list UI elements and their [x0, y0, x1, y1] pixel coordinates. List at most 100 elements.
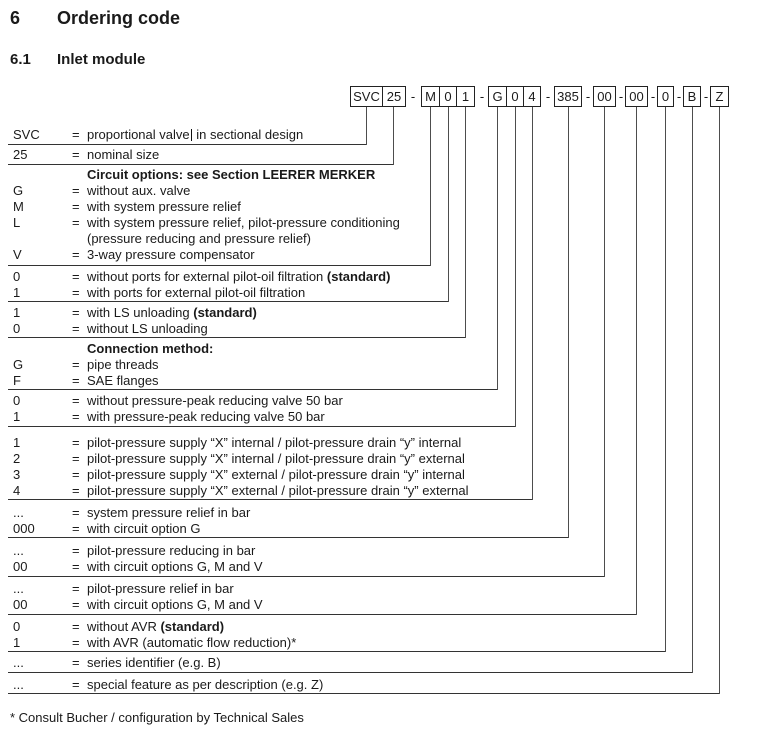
equals-sign: =	[72, 357, 80, 372]
equals-sign: =	[72, 451, 80, 466]
code-cell: 1	[13, 435, 21, 450]
code-box-cluster: 0	[657, 86, 674, 107]
description-cell: system pressure relief in bar	[87, 505, 251, 520]
code-box-cluster: 00	[625, 86, 648, 107]
legend-row: SVC=proportional valve in sectional desi…	[8, 127, 366, 143]
equals-sign: =	[72, 247, 80, 262]
code-cell: 0	[13, 393, 21, 408]
legend-row: ...=pilot-pressure relief in bar	[8, 581, 636, 597]
code-cell: L	[13, 215, 21, 230]
description-cell: series identifier (e.g. B)	[87, 655, 221, 670]
legend-row: 1=with ports for external pilot-oil filt…	[8, 285, 448, 301]
code-cell: 2	[13, 451, 21, 466]
connector-line	[448, 107, 449, 302]
code-box-25: 25	[382, 86, 406, 107]
equals-sign: =	[72, 505, 80, 520]
code-cell: 0	[13, 619, 21, 634]
dash-separator: -	[703, 89, 709, 104]
legend-row: 000=with circuit option G	[8, 521, 568, 537]
equals-sign: =	[72, 483, 80, 498]
legend-continuation-row: (pressure reducing and pressure relief)	[8, 231, 430, 247]
legend-group: 0=without ports for external pilot-oil f…	[8, 269, 448, 302]
code-box-b: B	[683, 86, 701, 107]
legend-row: ...=pilot-pressure reducing in bar	[8, 543, 604, 559]
legend-row: G=pipe threads	[8, 357, 497, 373]
code-cell: 1	[13, 305, 21, 320]
legend-row: 2=pilot-pressure supply “X” internal / p…	[8, 451, 532, 467]
legend-row: 1=with pressure-peak reducing valve 50 b…	[8, 409, 515, 425]
footnote: * Consult Bucher / configuration by Tech…	[10, 710, 304, 725]
equals-sign: =	[72, 305, 80, 320]
legend-row: V=3-way pressure compensator	[8, 247, 430, 263]
legend-group: SVC=proportional valve in sectional desi…	[8, 127, 366, 145]
code-box-0: 0	[657, 86, 674, 107]
code-box-cluster: 00	[593, 86, 616, 107]
legend-header-row: Connection method:	[8, 341, 497, 357]
connector-line	[636, 107, 637, 615]
dash-separator: -	[585, 89, 591, 104]
code-box-g: G	[488, 86, 507, 107]
equals-sign: =	[72, 435, 80, 450]
code-cell: 1	[13, 635, 21, 650]
description-cell: pilot-pressure supply “X” internal / pil…	[87, 435, 462, 450]
connector-line	[532, 107, 533, 500]
legend-row: 0=without ports for external pilot-oil f…	[8, 269, 448, 285]
dash-separator: -	[479, 89, 485, 104]
code-cell: 25	[13, 147, 28, 162]
code-box-00: 00	[593, 86, 616, 107]
description-cell: with system pressure relief	[87, 199, 241, 214]
description-cell: with LS unloading (standard)	[87, 305, 257, 320]
description-cell: pilot-pressure relief in bar	[87, 581, 234, 596]
code-box-4: 4	[523, 86, 541, 107]
code-cell: G	[13, 357, 24, 372]
description-cell: proportional valve in sectional design	[87, 127, 304, 142]
code-cell: 1	[13, 409, 21, 424]
description-cell: 3-way pressure compensator	[87, 247, 255, 262]
equals-sign: =	[72, 635, 80, 650]
legend-row: 25=nominal size	[8, 147, 393, 163]
legend-row: 3=pilot-pressure supply “X” external / p…	[8, 467, 532, 483]
description-cell: Connection method:	[87, 341, 214, 356]
code-cell: ...	[13, 581, 24, 596]
legend-group: ... = series identifier (e.g. B)	[8, 655, 692, 673]
legend-row: 1 = with LS unloading (standard)	[8, 305, 465, 321]
code-box-1: 1	[456, 86, 475, 107]
equals-sign: =	[72, 183, 80, 198]
equals-sign: =	[72, 655, 80, 670]
dash-separator: -	[410, 89, 416, 104]
equals-sign: =	[72, 127, 80, 142]
legend-row: 1 = pilot-pressure supply “X” internal / p…	[8, 435, 532, 451]
equals-sign: =	[72, 597, 80, 612]
legend-group: 1=with LS unloading (standard)0=without …	[8, 305, 465, 338]
connector-line	[665, 107, 666, 652]
equals-sign: =	[72, 321, 80, 336]
code-cell: 00	[13, 597, 28, 612]
description-cell: with pressure-peak reducing valve 50 bar	[87, 409, 325, 424]
equals-sign: =	[72, 285, 80, 300]
subsection-title: Inlet module	[57, 51, 146, 68]
text-cursor-artifact	[190, 129, 192, 141]
legend-group: Circuit options: see Section LEERER MERK…	[8, 167, 430, 266]
description-cell: special feature as per description (e.g.…	[87, 677, 324, 692]
legend-row: 0=without pressure-peak reducing valve 5…	[8, 393, 515, 409]
description-cell: without ports for external pilot-oil fil…	[87, 269, 391, 284]
legend-header-row: Circuit options: see Section LEERER MERK…	[8, 167, 430, 183]
connector-line	[515, 107, 516, 427]
legend-row: F=SAE flanges	[8, 373, 497, 389]
code-cell: 0	[13, 321, 21, 336]
code-cell: ...	[13, 543, 24, 558]
equals-sign: =	[72, 677, 80, 692]
code-cell: ...	[13, 655, 24, 670]
code-cell: ...	[13, 677, 24, 692]
code-box-m: M	[421, 86, 440, 107]
description-cell: with ports for external pilot-oil filtra…	[87, 285, 306, 300]
code-cell: G	[13, 183, 24, 198]
code-cell: ...	[13, 505, 24, 520]
description-cell: SAE flanges	[87, 373, 159, 388]
dash-separator: -	[650, 89, 656, 104]
